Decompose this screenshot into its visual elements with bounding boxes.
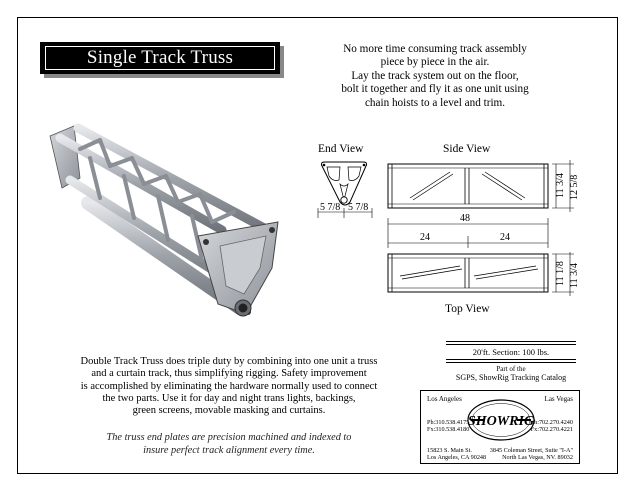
end-plate-cutout [326,166,341,181]
side-view-label: Side View [443,143,491,155]
top-diagonal [475,268,539,280]
showrig-logo: SHOWRIG [467,399,535,441]
logo-oval [467,399,535,441]
precision-note: The truss end plates are precision machi… [76,432,382,457]
description: Double Track Truss does triple duty by c… [66,356,392,417]
top-diagonal [399,265,461,277]
bolt-hole [203,239,209,245]
intro-line: chain hoists to a level and trim. [364,96,506,109]
top-view-drawing: 11 1/8 11 3/4 [387,252,580,296]
end-plate-cutout [339,182,349,198]
page-border [17,17,618,474]
side-dim-inner: 11 3/4 [555,173,566,198]
top-view-outline [387,253,549,293]
intro-line: Lay the track system out on the floor, [351,69,519,82]
side-dim-outer: 12 5/8 [569,175,580,200]
half-dim-left: 24 [420,232,430,243]
section-weight: 20'ft. Section: 100 lbs. [472,347,550,357]
description-line: and a curtain track, thus simplifying ri… [91,368,367,380]
page-title: Single Track Truss [86,47,234,68]
description-line: Double Track Truss does triple duty by c… [80,356,378,367]
top-diagonal [473,265,537,277]
la-address-1: 15823 S. Main St. [427,447,472,454]
top-chord-right [73,123,273,235]
description-line: is accomplished by eliminating the hardw… [80,380,378,392]
title-banner: Single Track Truss [40,42,280,74]
front-plate-cutout [219,235,267,295]
la-heading: Los Angeles [427,395,462,403]
side-diagonal [412,173,454,201]
end-view-label: End View [318,143,364,155]
intro-line: bolt it together and fly it as one unit … [341,83,529,96]
section-part-of: Part of the [496,365,526,373]
end-bolt [362,163,366,167]
end-view-drawing: 5 7/8 5 7/8 [317,161,373,218]
section-catalog: SGPS, ShowRig Tracking Catalog [455,373,567,382]
lv-address-1: 3845 Coleman Street, Suite "I-A" [489,447,573,454]
length-dim-overall: 48 [460,213,470,224]
note-line: insure perfect track alignment every tim… [143,444,315,456]
top-view-label: Top View [445,303,490,315]
top-chord-left [55,133,227,235]
side-diagonal [484,171,526,199]
side-view-drawing: 11 3/4 12 5/8 48 24 24 [387,160,580,248]
truss-illustration [49,123,279,317]
title-inner-frame: Single Track Truss [45,46,275,70]
description-line: the two parts. Use it for day and night … [102,392,356,404]
contact-box: Los Angeles Las Vegas Ph:310.538.4175 Fx… [420,390,580,464]
section-spec: 20'ft. Section: 100 lbs. Part of the SGP… [444,341,578,387]
note-line: The truss end plates are precision machi… [106,432,352,443]
end-dim-right: 5 7/8 [348,202,368,213]
side-view-outline [387,163,549,209]
description-line: green screens, movable masking and curta… [132,405,326,417]
top-dim-outer: 11 3/4 [569,263,580,288]
spec-rule [446,341,576,345]
la-phone: Ph:310.538.4175 [427,419,470,426]
intro-line: piece by piece in the air. [380,56,490,69]
end-bolt [322,163,326,167]
spec-rule [446,359,576,363]
la-address-2: Los Angeles, CA 90248 [427,454,487,461]
end-dim-left: 5 7/8 [320,202,340,213]
top-diagonal [401,268,463,280]
intro-text: No more time consuming track assembly pi… [330,43,540,110]
lv-address-2: North Las Vegas, NV. 89032 [502,454,573,461]
end-plate-cutout [347,166,362,181]
side-diagonal [409,171,451,199]
lv-phone: Ph:702.270.4240 [530,419,573,426]
bolt-hole [269,227,275,233]
intro-line: No more time consuming track assembly [343,43,527,55]
lv-heading: Las Vegas [544,395,573,403]
logo-wordmark: SHOWRIG [468,414,534,429]
lv-fax: Fx:702.270.4221 [530,426,573,433]
top-dim-inner: 11 1/8 [555,261,566,286]
side-diagonal [481,173,523,201]
end-plate-outline [320,161,368,206]
track-tube-opening [238,303,248,313]
truss-diagonals [78,138,236,262]
end-tube-circle [340,196,348,204]
half-dim-right: 24 [500,232,510,243]
la-fax: Fx:310.538.4180 [427,426,470,433]
